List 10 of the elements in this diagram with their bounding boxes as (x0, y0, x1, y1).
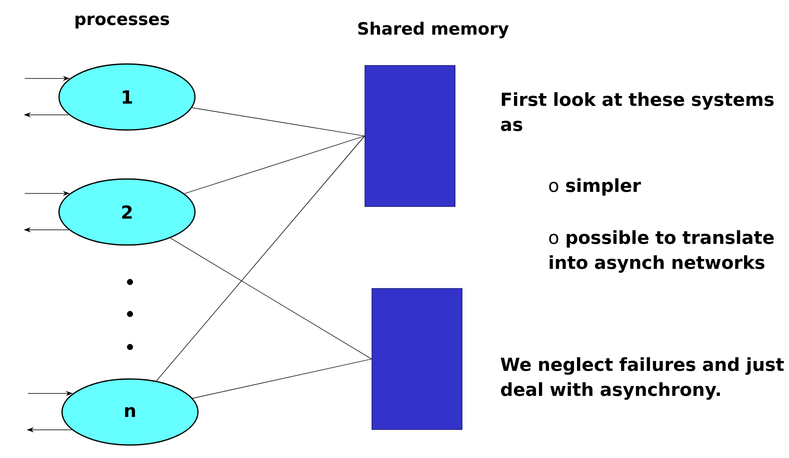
memory-block (372, 288, 462, 430)
connector-line (170, 238, 372, 360)
connector-line (192, 107, 365, 136)
connector-line (156, 136, 365, 382)
connector-line (184, 136, 365, 194)
connector-line (192, 358, 372, 399)
bullet-item: o possible to translate into asynch networks (549, 230, 774, 273)
bullet-item: o simpler (549, 178, 641, 196)
memory-block (364, 65, 456, 207)
body-text: First look at these systems as (500, 92, 774, 132)
